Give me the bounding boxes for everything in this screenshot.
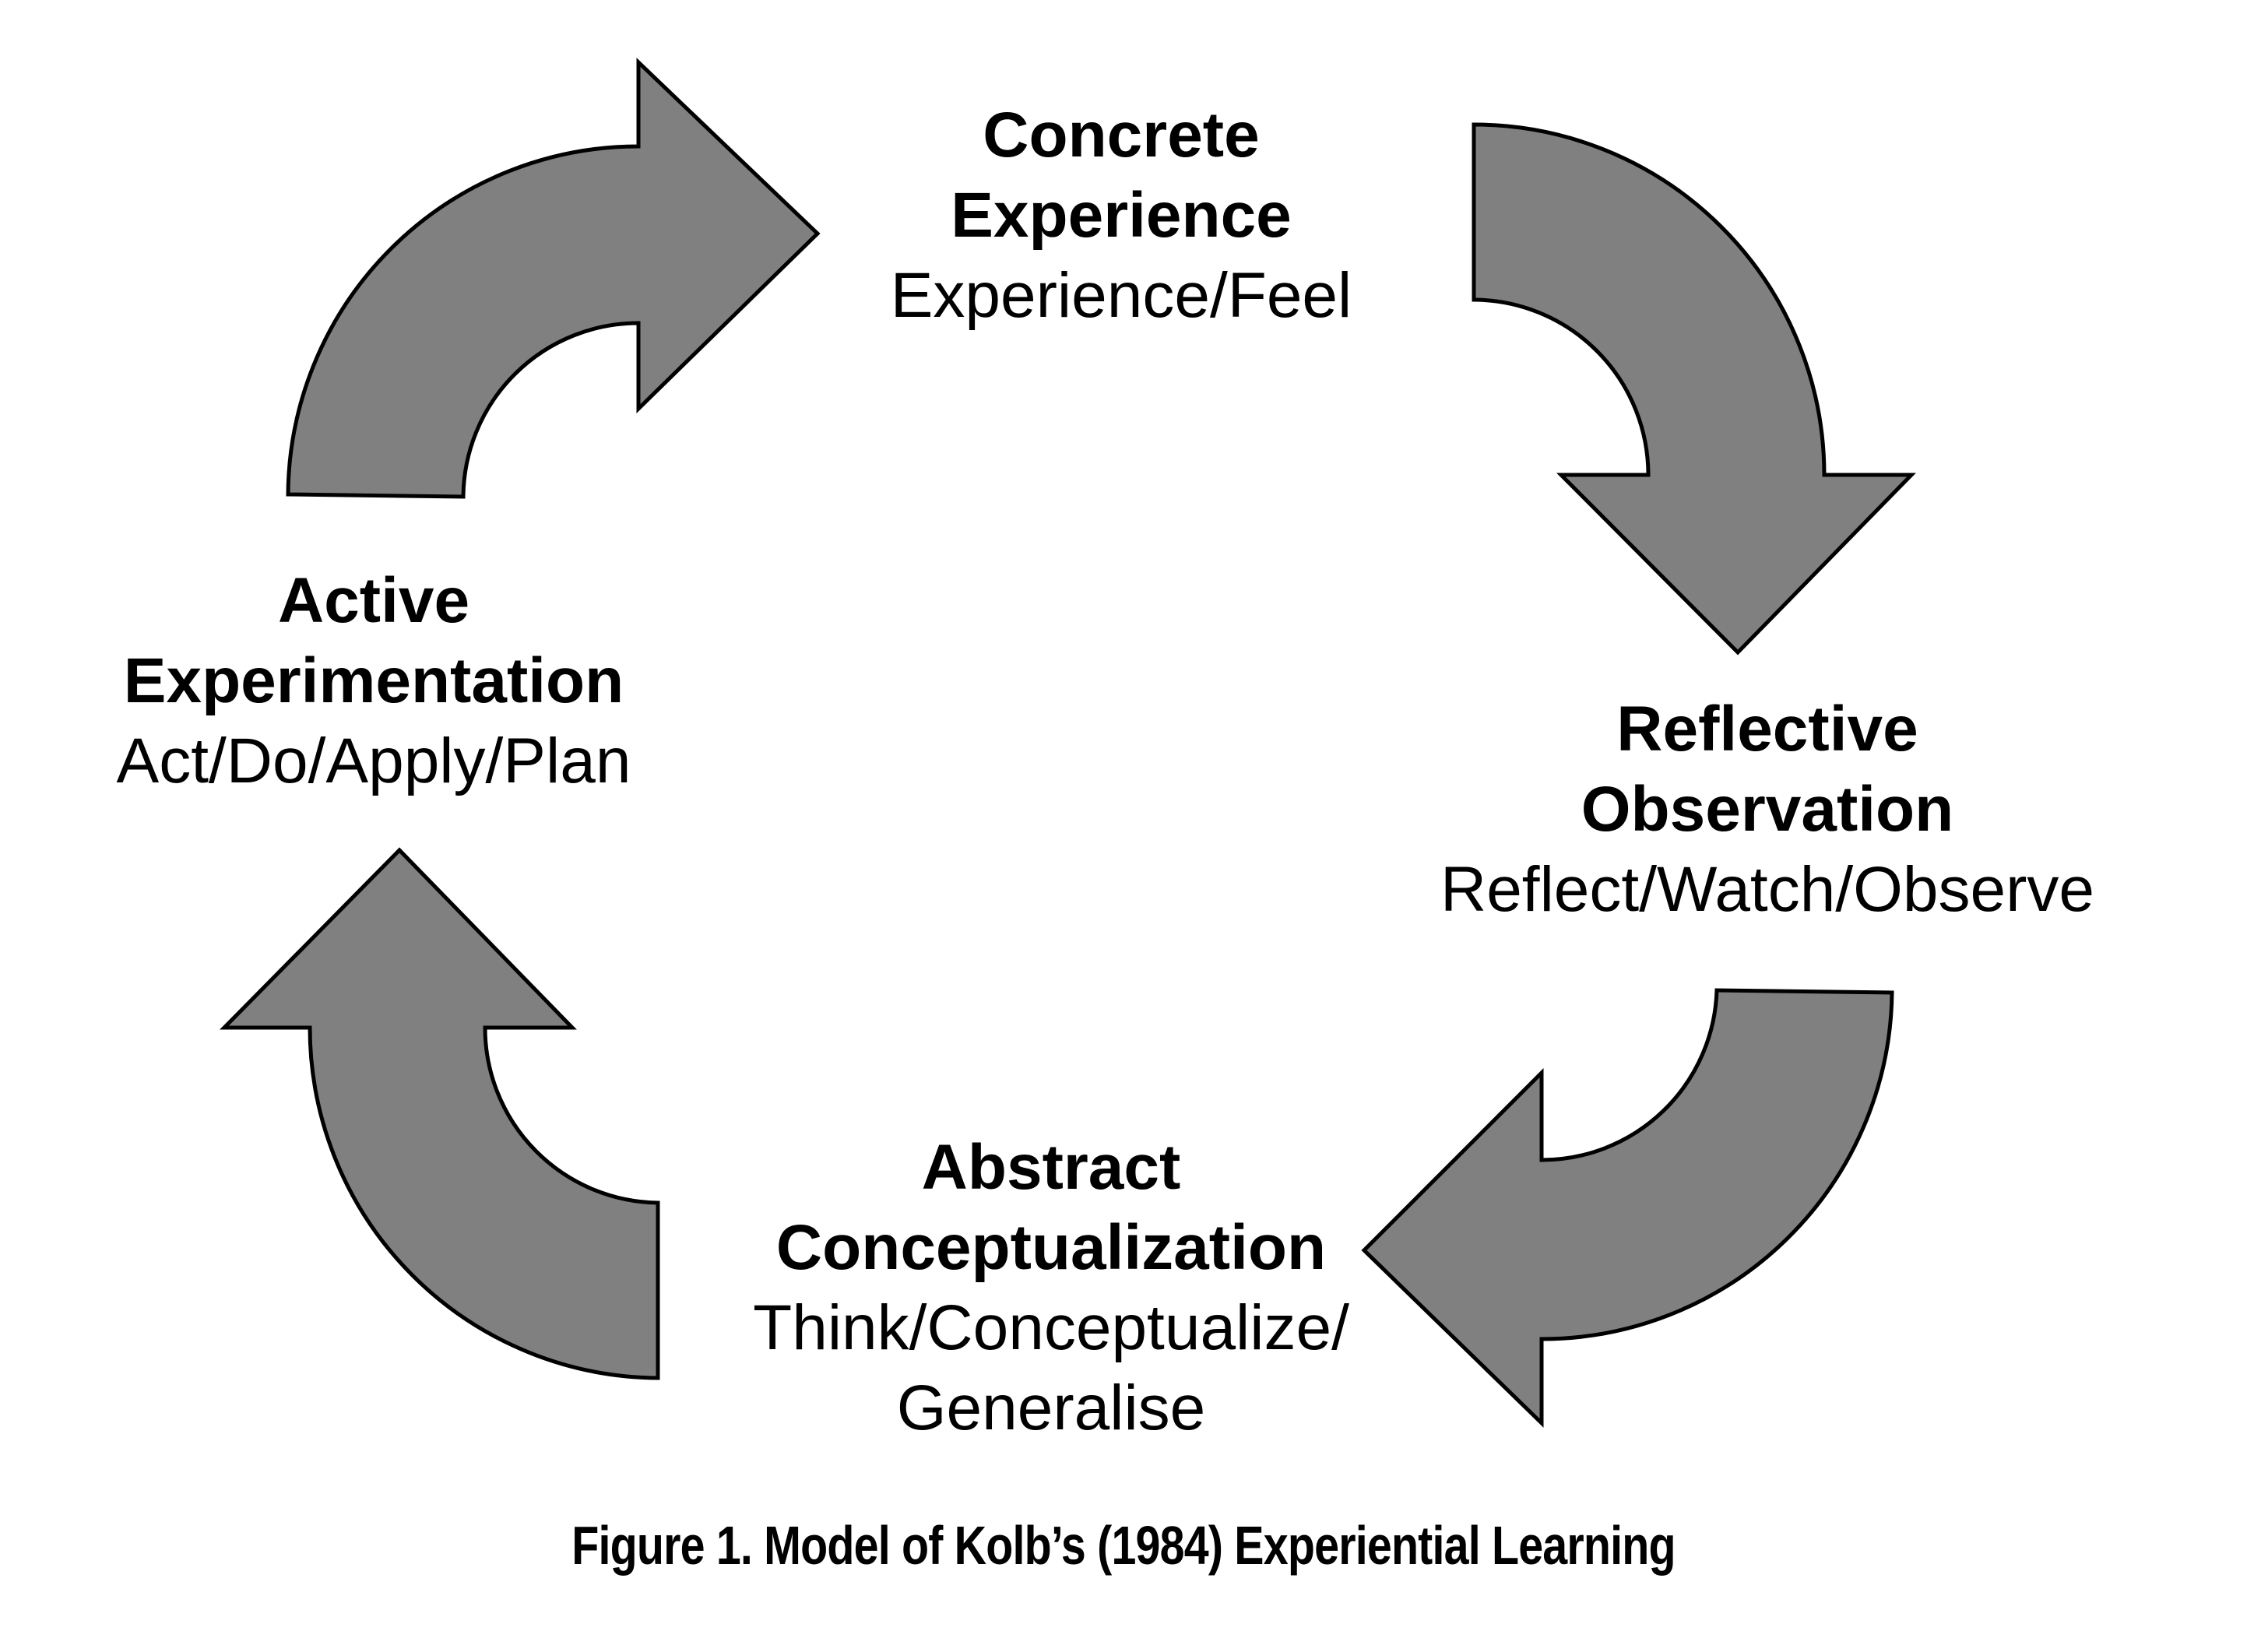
stage-title-line: Reflective [1616,694,1918,764]
stage-title-line: Observation [1581,774,1954,845]
stage-description: Act/Do/Apply/Plan [116,726,631,796]
stage-reflective-observation: Reflective Observation Reflect/Watch/Obs… [1355,689,2180,930]
stage-description: Experience/Feel [890,260,1352,331]
stage-title-line: Experimentation [123,645,624,716]
stage-description: Generalise [896,1373,1206,1443]
stage-title-line: Active [277,565,470,636]
stage-active-experimentation: Active Experimentation Act/Do/Apply/Plan [47,561,701,801]
stage-title-line: Abstract [921,1132,1181,1203]
arrow-abstract-to-active [220,847,660,1380]
stage-title-line: Experience [951,180,1292,251]
arrow-active-to-concrete [286,58,821,499]
stage-concrete-experience: Concrete Experience Experience/Feel [794,95,1448,336]
arrow-concrete-to-reflective [1472,122,1916,656]
stage-description: Reflect/Watch/Observe [1440,854,2095,925]
stage-title-line: Concrete [983,100,1260,170]
arrow-reflective-to-abstract [1361,988,1894,1428]
figure-caption: Figure 1. Model of Kolb’s (1984) Experie… [571,1515,1676,1576]
stage-description: Think/Conceptualize/ [753,1292,1349,1363]
stage-abstract-conceptualization: Abstract Conceptualization Think/Concept… [638,1127,1464,1448]
stage-title-line: Conceptualization [775,1212,1327,1283]
